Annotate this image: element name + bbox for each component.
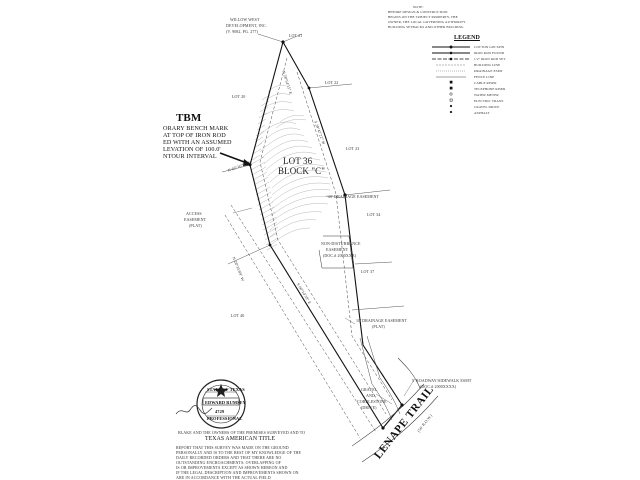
lot-label: LOT 20 bbox=[232, 94, 246, 99]
non-disturbance-label: EASEMENT bbox=[326, 247, 349, 252]
building-lines bbox=[224, 57, 393, 439]
road-right-of-way bbox=[351, 357, 439, 463]
lot-label: LOT 21 bbox=[289, 33, 303, 38]
property-boundary bbox=[249, 41, 403, 429]
block-number: BLOCK "C" bbox=[278, 166, 326, 176]
legend-item: IRON ROD FOUND bbox=[474, 51, 505, 55]
adjoining-lot-lines bbox=[221, 33, 405, 311]
tbm-line: ORARY BENCH MARK bbox=[163, 125, 229, 132]
legend-symbols bbox=[432, 45, 470, 114]
legend-item: CRAVEL DRIVE bbox=[474, 105, 500, 109]
legend-item: CABLE RISER bbox=[474, 81, 497, 85]
tbm-line: LEVATION OF 100.0' bbox=[163, 146, 221, 153]
certification-line: REPORT THAT THIS SURVEY WAS MADE ON THE … bbox=[176, 445, 289, 450]
gravel-label: GRAVEL bbox=[361, 387, 378, 392]
signature bbox=[175, 405, 213, 415]
gravel-drive bbox=[359, 335, 401, 421]
seal-state: STATE OF TEXAS bbox=[207, 387, 245, 392]
gravel-label: AND bbox=[366, 393, 375, 398]
certification-line: PERSONALLY AND IS TO THE BEST OF MY KNOW… bbox=[176, 450, 302, 455]
seal-license-number: 4729 bbox=[215, 409, 225, 414]
notes-label: NOTE: bbox=[413, 5, 424, 9]
certification-line: OUTSTANDING ENCROACHMENTS, OVERLAPPING O… bbox=[176, 460, 281, 465]
non-disturbance-easement bbox=[318, 235, 354, 269]
drainage-easement-label: 10' DRAINAGE EASEMENT bbox=[356, 318, 408, 323]
leader-lines bbox=[232, 195, 415, 405]
lot-number: LOT 36 bbox=[283, 156, 313, 166]
sidewalk-easement-label: (DOC.# 2000XXXX) bbox=[420, 384, 457, 389]
surveyor-seal bbox=[196, 379, 246, 429]
legend-title: LEGEND bbox=[454, 35, 480, 41]
contour-lines bbox=[254, 85, 331, 245]
seal-surveyor-name: EDWARD RUMSEY bbox=[205, 400, 246, 405]
notes-line: BUILDING SETBACKS AND OTHER BUILDING bbox=[388, 25, 464, 29]
legend-item: FENCE LINE bbox=[474, 75, 495, 79]
plat-label: (PLAT) bbox=[372, 324, 385, 329]
notes-line: BEFORE DESIGN & CONSTRUCTION bbox=[388, 10, 448, 14]
access-easement-label: ACCESS bbox=[186, 211, 202, 216]
lot-label: LOT 37 bbox=[361, 269, 375, 274]
tbm-line: ED WITH AN ASSUMED bbox=[163, 139, 232, 146]
notes-line: BEGINS ON THE SUBJECT PROPERTY, THE bbox=[388, 15, 458, 19]
legend-item: 1/2" IRON ROD SET bbox=[474, 57, 506, 61]
access-easement-label: (PLAT) bbox=[189, 223, 202, 228]
tbm-leader bbox=[219, 152, 252, 166]
legend-item: WATER METER bbox=[474, 93, 499, 97]
tbm-title: TBM bbox=[176, 112, 202, 124]
seal-professional: PROFESSIONAL bbox=[207, 416, 243, 421]
gravel-label: COBBLESTONE bbox=[357, 399, 387, 404]
certification-line: IS OR IMPROVEMENTS EXCEPT AS SHOWN HEREO… bbox=[176, 465, 288, 470]
certification-line: IF THE LEGAL DESCRIPTION AND IMPROVEMENT… bbox=[176, 470, 299, 475]
legend-item: TELEPHONE RISER bbox=[474, 87, 506, 91]
lot-label: LOT 22 bbox=[325, 80, 339, 85]
lot-label: LOT 34 bbox=[367, 212, 381, 217]
adjoiner-line: (V. 9082, PG. 277) bbox=[226, 29, 258, 34]
certification-line: DAILY RECORDED ORDERS AND THAT THERE ARE… bbox=[176, 455, 282, 460]
lot-label: LOT 23 bbox=[346, 146, 360, 151]
tbm-line: NTOUR INTERVAL bbox=[163, 153, 217, 160]
access-easement-label: EASEMENT bbox=[184, 217, 207, 222]
adjoiner-name: WILLOW WEST bbox=[230, 17, 260, 22]
non-disturbance-label: (DOC.# 2000XXX) bbox=[323, 253, 357, 258]
legend-item: ASPHALT bbox=[474, 111, 490, 115]
legend-item: DRAINAGE ESMT bbox=[474, 69, 503, 73]
sidewalk-easement-label: 5' ROADWAY/SIDEWALK ESMT bbox=[412, 378, 472, 383]
tbm-line: AT TOP OF IRON ROD bbox=[163, 132, 226, 139]
legend-item: ELECTRIC TRANS bbox=[474, 99, 504, 103]
legend-item: COTTON GIN SPIN bbox=[474, 45, 505, 49]
certification-line: BLAKE AND THE OWNERS OF THE PREMISES SUR… bbox=[178, 430, 306, 435]
non-disturbance-label: NON-DISTURBANCE bbox=[321, 241, 361, 246]
adjoiner-line: DEVELOPMENT, INC. bbox=[226, 23, 267, 28]
lot-label: LOT 40 bbox=[231, 313, 245, 318]
title-company: TEXAS AMERICAN TITLE bbox=[205, 436, 276, 442]
legend-item: BUILDING LINE bbox=[474, 63, 501, 67]
gravel-label: (DRIVE) bbox=[361, 405, 377, 410]
slope-hatching bbox=[249, 94, 279, 251]
certification-line: ARE IN ACCORDANCE WITH THE ACTUAL FIELD bbox=[176, 475, 271, 480]
drainage-easement-label: 10' DRAINAGE EASEMENT bbox=[328, 194, 380, 199]
notes-line: OWNER, THE LOCAL GOVERNING AUTHORITY bbox=[388, 20, 466, 24]
